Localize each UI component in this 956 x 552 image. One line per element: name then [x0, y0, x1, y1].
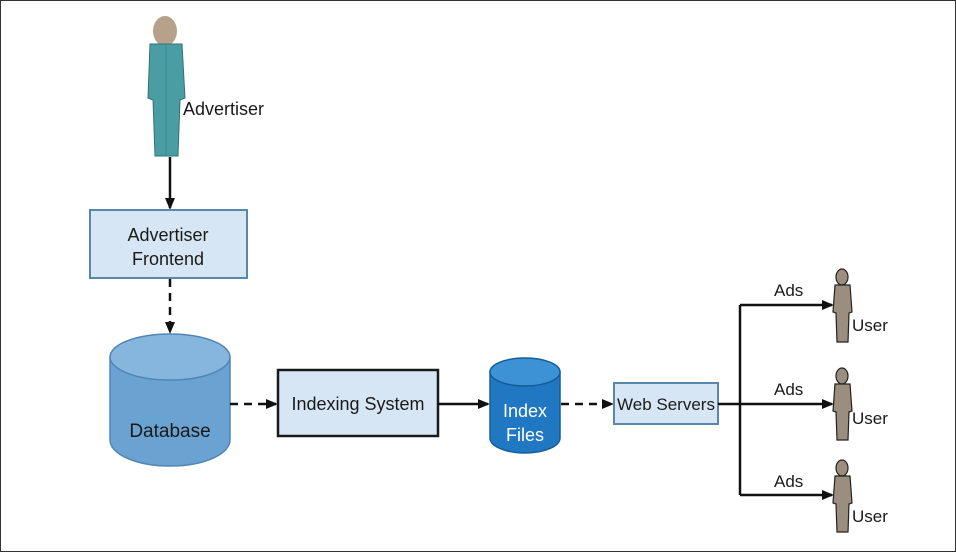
- index-files-cylinder: Index Files: [489, 357, 561, 454]
- advertiser-label: Advertiser: [183, 99, 264, 119]
- user-person-icon: [832, 268, 853, 343]
- advertiser-person-icon: [147, 16, 186, 157]
- database-cylinder: Database: [109, 333, 231, 467]
- user-label-3: User: [852, 507, 888, 526]
- web-servers-box: Web Servers: [613, 382, 719, 425]
- ads-label-2: Ads: [774, 380, 803, 399]
- user-label-2: User: [852, 409, 888, 428]
- index-files-label-line2: Files: [506, 425, 544, 445]
- frontend-label-line1: Advertiser: [127, 225, 208, 245]
- frontend-label-line2: Frontend: [132, 249, 204, 269]
- branch-connectors: [718, 300, 834, 500]
- index-files-label-line1: Index: [503, 401, 547, 421]
- database-label: Database: [129, 421, 210, 442]
- user-label-1: User: [852, 316, 888, 335]
- web-servers-label: Web Servers: [617, 395, 715, 414]
- user-person-icon: [832, 459, 853, 533]
- indexing-system-box: Indexing System: [276, 368, 440, 438]
- indexing-label: Indexing System: [291, 394, 424, 414]
- advertiser-frontend-box: Advertiser Frontend: [89, 209, 248, 279]
- user-person-icon: [832, 367, 853, 441]
- ads-label-1: Ads: [774, 281, 803, 300]
- ads-label-3: Ads: [774, 472, 803, 491]
